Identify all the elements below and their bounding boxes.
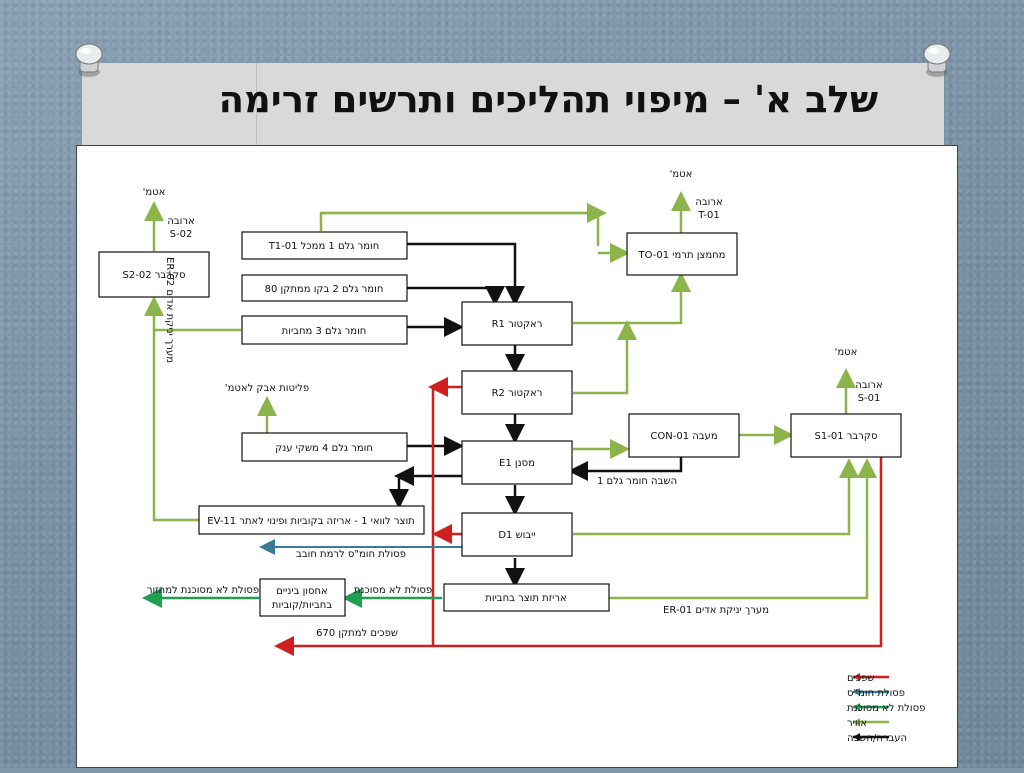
label-hazardous-waste: פסולת חומ"ס לרמת חובב bbox=[296, 549, 406, 560]
node-label: ייבוש D1 bbox=[498, 530, 535, 541]
pushpin-icon bbox=[923, 43, 951, 77]
legend-label: אוויר bbox=[847, 718, 867, 729]
node-label: תוצר לוואי 1 - אריזה בקוביות ופינוי לאתר… bbox=[207, 516, 415, 527]
node-condenser: מעבה CON-01 bbox=[628, 413, 740, 458]
label-stack: ארובה bbox=[855, 380, 882, 391]
node-label: חומר גלם 4 משקי ענק bbox=[275, 443, 373, 454]
title-divider bbox=[256, 63, 257, 145]
node-filter-e1: מסנן E1 bbox=[461, 440, 573, 485]
node-packaging: אריזת תוצר בחביות bbox=[443, 583, 610, 612]
legend-arrowhead bbox=[853, 673, 860, 681]
flow-diagram-panel: סקרבר S2-02 חומר גלם 1 ממכל T1-01 חומר ג… bbox=[76, 145, 958, 768]
node-raw-material-3: חומר גלם 3 מחביות bbox=[241, 315, 408, 345]
node-raw-material-1: חומר גלם 1 ממכל T1-01 bbox=[241, 231, 408, 260]
legend-label: העברה/השבה bbox=[847, 733, 907, 744]
label-dust-emissions: פליטות אבק לאטמ' bbox=[225, 383, 309, 394]
node-reactor-r1: ראקטור R1 bbox=[461, 301, 573, 346]
node-label: ראקטור R2 bbox=[492, 388, 543, 399]
legend-arrowhead bbox=[853, 733, 860, 741]
label-vapor-system-er02: ER-02 מערך יניקת אדים bbox=[164, 257, 175, 363]
label-stack-id: S-01 bbox=[858, 393, 881, 404]
node-reactor-r2: ראקטור R2 bbox=[461, 370, 573, 415]
node-label: מעבה CON-01 bbox=[650, 431, 717, 442]
legend-label: פסולת חומ"ס bbox=[847, 688, 905, 699]
node-scrubber-s101: סקרבר S1-01 bbox=[790, 413, 902, 458]
legend: שפכים פסולת חומ"ס פסולת לא מסוכנת אוויר העבר… bbox=[847, 673, 925, 744]
label-stack-id: T-01 bbox=[697, 210, 720, 221]
legend-label: שפכים bbox=[847, 673, 875, 684]
pushpin-icon bbox=[75, 43, 103, 77]
node-raw-material-2: חומר גלם 2 בקו ממתקן 80 bbox=[241, 274, 408, 302]
legend-arrowhead bbox=[853, 688, 860, 696]
node-label: חומר גלם 1 ממכל T1-01 bbox=[268, 241, 380, 252]
label-atmosphere: אטמ' bbox=[143, 187, 166, 198]
node-label: חומר גלם 3 מחביות bbox=[282, 326, 367, 337]
node-scrubber-s202: סקרבר S2-02 bbox=[98, 251, 210, 298]
node-interim-storage: אחסון ביניים בחביות/קוביות bbox=[259, 578, 346, 617]
legend-arrowhead bbox=[853, 718, 860, 726]
label-effluent: שפכים למתקן 670 bbox=[316, 628, 398, 639]
label-vapor-system-er01: מערך יניקת אדים ER-01 bbox=[663, 605, 769, 616]
label-nonhazardous-recycle: פסולת לא מסוכנת למחזור bbox=[147, 585, 259, 596]
node-label: חומר גלם 2 בקו ממתקן 80 bbox=[265, 284, 384, 295]
node-label: מחמצן תרמי TO-01 bbox=[638, 250, 726, 261]
process-flow-diagram: סקרבר S2-02 חומר גלם 1 ממכל T1-01 חומר ג… bbox=[98, 169, 925, 744]
node-label: מסנן E1 bbox=[499, 458, 535, 469]
node-label: סקרבר S1-01 bbox=[815, 431, 878, 442]
node-label: סקרבר S2-02 bbox=[123, 270, 186, 281]
node-label: ראקטור R1 bbox=[492, 319, 543, 330]
label-stack: ארובה bbox=[695, 197, 722, 208]
label-atmosphere: אטמ' bbox=[670, 169, 693, 180]
legend-label: פסולת לא מסוכנת bbox=[847, 703, 925, 714]
node-label: אריזת תוצר בחביות bbox=[485, 593, 566, 604]
node-label: אחסון ביניים bbox=[276, 586, 327, 597]
node-label: בחביות/קוביות bbox=[272, 600, 332, 611]
label-stack: ארובה bbox=[167, 216, 194, 227]
label-stack-id: S-02 bbox=[170, 229, 193, 240]
node-raw-material-4: חומר גלם 4 משקי ענק bbox=[241, 432, 408, 462]
title-band bbox=[82, 63, 944, 146]
label-atmosphere: אטמ' bbox=[835, 347, 858, 358]
node-thermal-oxidizer: מחמצן תרמי TO-01 bbox=[626, 232, 738, 276]
slide-title: שלב א' – מיפוי תהליכים ותרשים זרימה bbox=[218, 78, 878, 121]
legend-arrowhead bbox=[853, 703, 860, 711]
node-intermediate-product: תוצר לוואי 1 - אריזה בקוביות ופינוי לאתר… bbox=[198, 505, 425, 535]
label-nonhazardous-waste: פסולת לא מסוכנת bbox=[354, 585, 432, 596]
label-return-raw1: השבה חומר גלם 1 bbox=[597, 476, 677, 487]
node-dryer-d1: ייבוש D1 bbox=[461, 512, 573, 557]
